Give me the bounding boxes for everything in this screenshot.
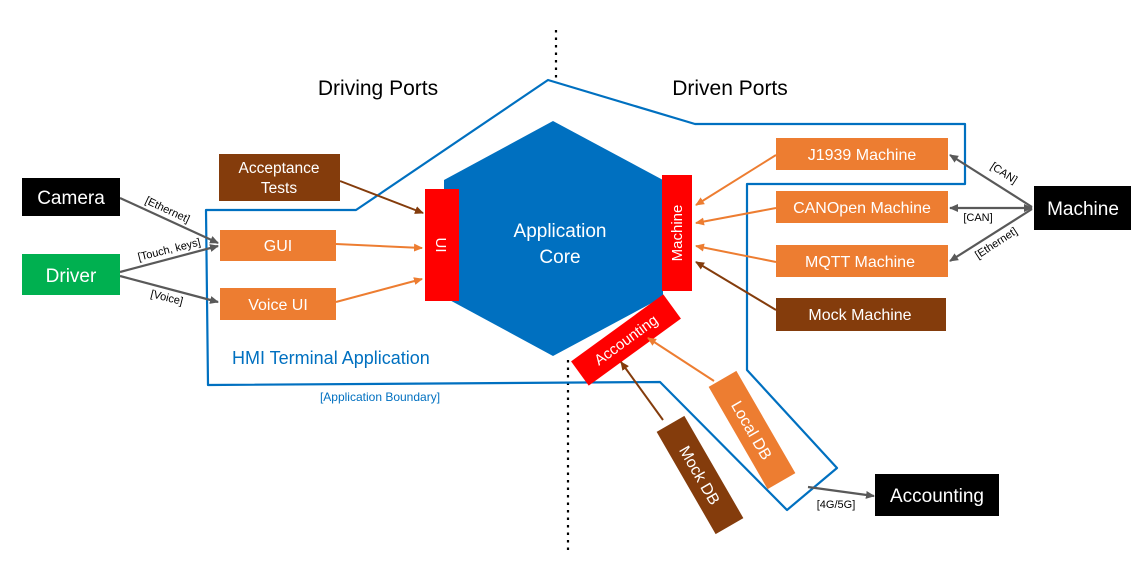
canopen-machine-label: CANOpen Machine — [793, 200, 931, 217]
driven-ports-heading: Driven Ports — [672, 77, 788, 100]
arrow-mockmachine-to-machine — [695, 261, 777, 311]
machine-port — [662, 175, 692, 291]
j1939-machine-box — [776, 138, 948, 170]
acceptance-tests-label-line2: Tests — [261, 180, 297, 197]
application-core-hexagon — [444, 121, 663, 356]
arrow-gui-to-ui — [335, 243, 423, 252]
driver-actor-label: Driver — [46, 266, 97, 287]
canopen-machine-box — [776, 191, 948, 223]
voice-ui-label: Voice UI — [248, 297, 308, 314]
arrow-mqtt-to-machine — [695, 243, 777, 263]
arrow-mockdb-to-accounting — [620, 361, 664, 421]
camera-actor — [22, 178, 120, 216]
label-ethernet-camera: [Ethernet] — [143, 195, 191, 226]
arrow-j1939-to-machine — [695, 154, 777, 206]
acceptance-tests-label: Acceptance — [239, 160, 320, 177]
arrow-acceptance-to-ui — [339, 180, 424, 214]
mock-db-box: Mock DB — [656, 415, 744, 535]
accounting-actor-label: Accounting — [890, 486, 984, 507]
local-db-box: Local DB — [708, 370, 796, 490]
app-name-label: HMI Terminal Application — [232, 348, 430, 368]
label-cellular: [4G/5G] — [817, 499, 856, 511]
mqtt-machine-box — [776, 245, 948, 277]
application-boundary — [204, 78, 967, 512]
ui-port-label: UI — [432, 238, 449, 253]
mock-machine-box — [776, 298, 946, 331]
machine-actor-label: Machine — [1047, 199, 1119, 220]
connector-mqtt-machine — [949, 208, 1033, 262]
gui-label: GUI — [264, 238, 292, 255]
arrow-localdb-to-accounting — [647, 337, 715, 382]
ui-port — [425, 189, 459, 301]
application-core-label: Application — [514, 221, 607, 242]
arrow-voiceui-to-ui — [335, 277, 423, 303]
arrow-canopen-to-machine — [695, 207, 777, 226]
driving-ports-heading: Driving Ports — [318, 77, 438, 100]
mock-machine-label: Mock Machine — [808, 307, 911, 324]
connector-camera-to-gui — [119, 197, 219, 244]
voice-ui-box — [220, 288, 336, 320]
boundary-caption: [Application Boundary] — [320, 390, 440, 404]
j1939-machine-label: J1939 Machine — [808, 147, 917, 164]
machine-port-label: Machine — [669, 205, 686, 262]
machine-actor — [1034, 186, 1131, 230]
connector-j1939-machine — [949, 154, 1033, 208]
label-can-canopen: [CAN] — [963, 212, 992, 224]
gui-box — [220, 230, 336, 261]
driver-actor — [22, 254, 120, 295]
mqtt-machine-label: MQTT Machine — [805, 254, 915, 271]
acceptance-tests-box — [219, 154, 340, 201]
connector-localdb-accounting — [807, 485, 875, 499]
application-core-label-line2: Core — [539, 247, 580, 268]
connector-driver-to-voiceui — [119, 274, 219, 304]
accounting-actor — [875, 474, 999, 516]
camera-actor-label: Camera — [37, 188, 105, 209]
connector-driver-to-gui — [119, 244, 219, 274]
